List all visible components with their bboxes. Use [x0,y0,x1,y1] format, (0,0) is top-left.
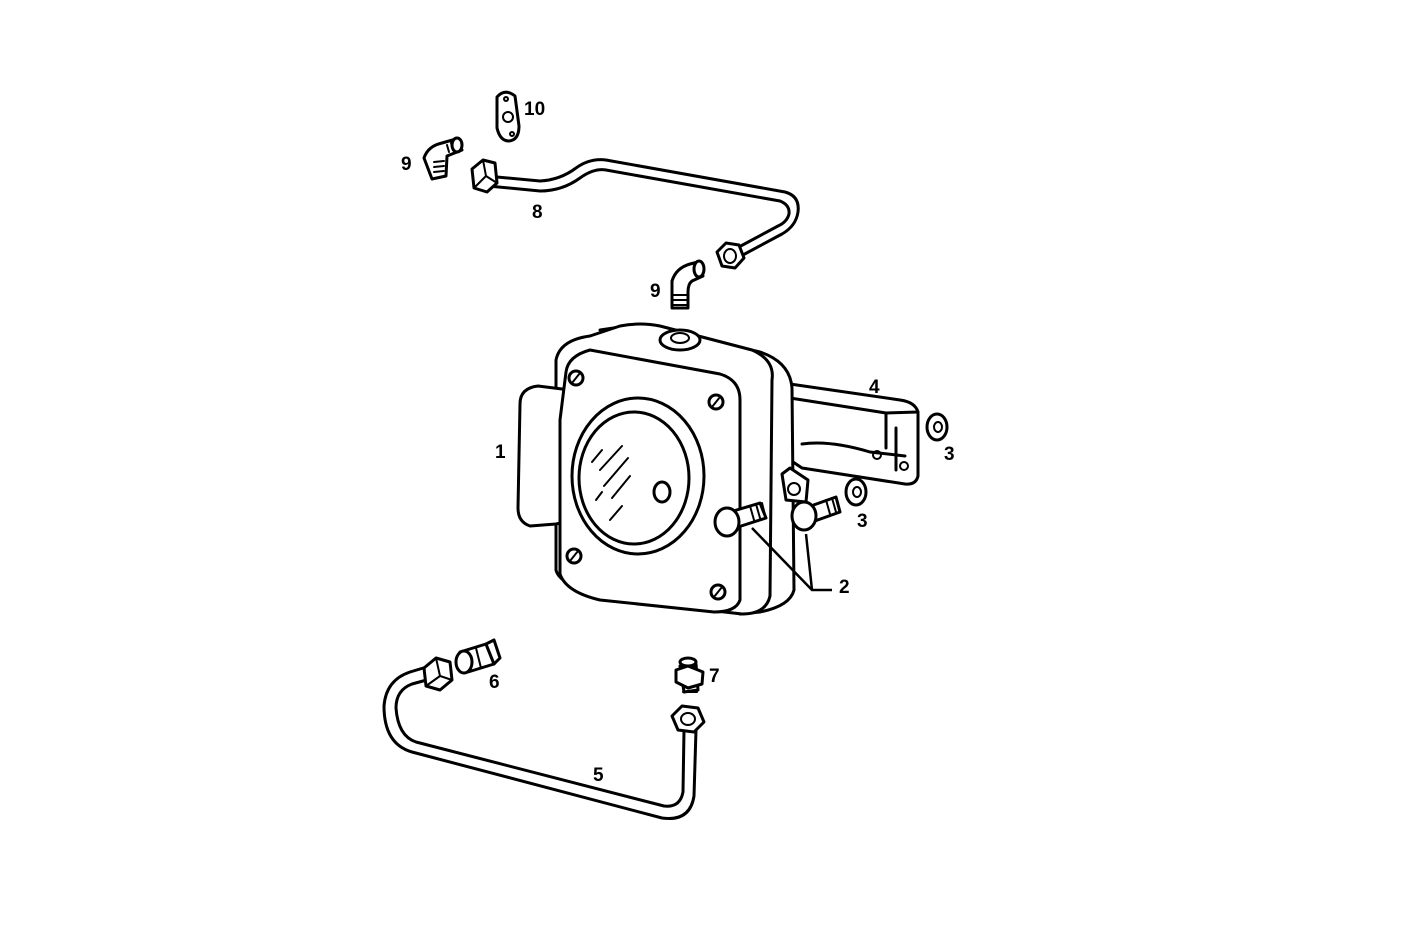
housing-part-1 [516,322,810,616]
adapter-part-6 [454,638,502,675]
callout-3-right: 3 [944,444,955,465]
callout-8: 8 [532,202,543,223]
elbow-fitting-part-9-lower [670,259,706,310]
callout-3-center: 3 [857,511,868,532]
lower-pipe-part-5 [382,656,706,821]
callout-9-lower: 9 [650,281,661,302]
upper-pipe-part-8 [470,158,800,270]
callout-9-upper: 9 [401,154,412,175]
leader-line-part-2 [751,527,832,592]
callout-6: 6 [489,672,500,693]
callout-2: 2 [839,577,850,598]
washer-part-3-center [844,477,868,507]
callout-1: 1 [495,442,506,463]
callout-4: 4 [869,377,880,398]
elbow-fitting-part-9-upper [422,136,464,181]
callout-7: 7 [709,666,720,687]
gasket-part-10 [495,90,521,143]
callout-5: 5 [593,765,604,786]
fitting-part-7 [674,656,705,694]
bolt-part-2-left [713,501,768,538]
washer-part-3-right [925,412,949,442]
callout-10: 10 [524,99,545,120]
bolt-part-2-right [790,495,842,532]
bracket-part-4 [788,382,920,486]
